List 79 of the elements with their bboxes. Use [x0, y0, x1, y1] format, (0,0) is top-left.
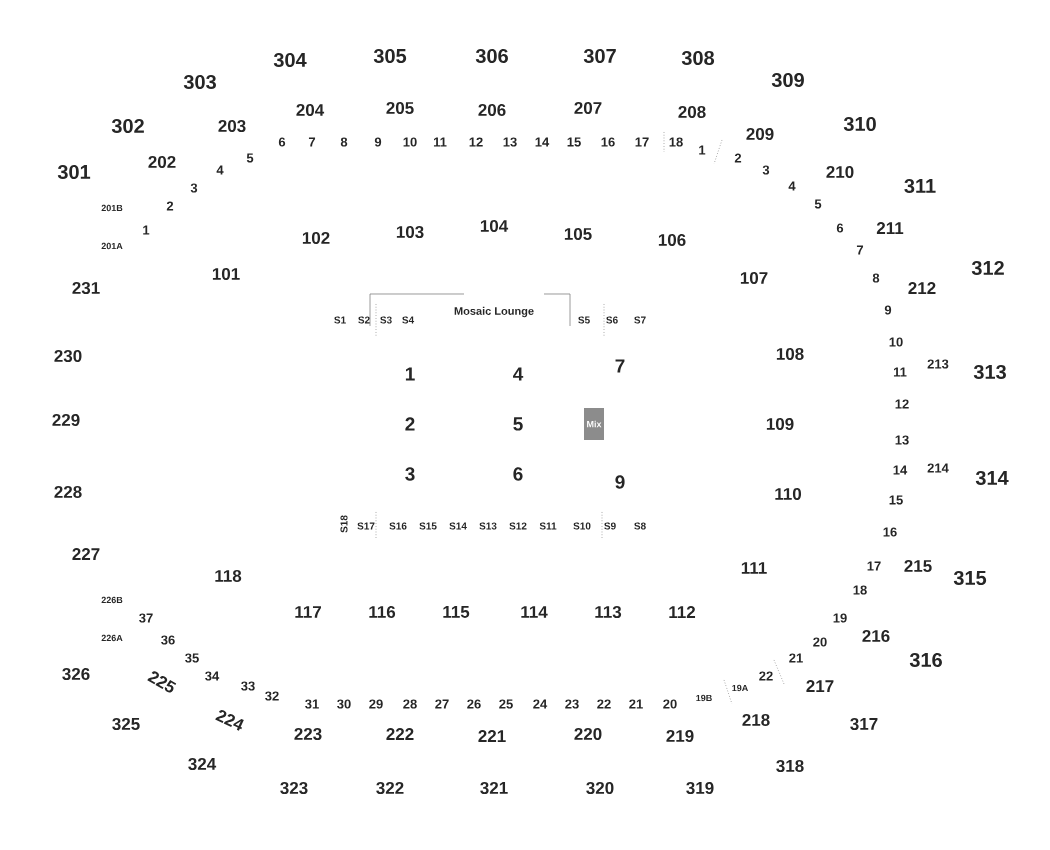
- section-number: 302: [111, 118, 144, 134]
- section-number: 215: [904, 560, 932, 572]
- section-number: 231: [72, 281, 100, 294]
- section-number: 315: [953, 570, 987, 586]
- section-number: 221: [478, 730, 506, 742]
- section-number: 230: [54, 349, 82, 362]
- section-number: 220: [574, 728, 602, 740]
- section-number: 112: [669, 606, 696, 618]
- section-number: 204: [296, 104, 325, 116]
- section-number: 312: [971, 260, 1004, 276]
- section-number: 207: [574, 102, 602, 114]
- section-number: 114: [521, 606, 548, 618]
- section-number: 107: [740, 272, 768, 284]
- section-number: 307: [583, 48, 616, 64]
- section-number: 209: [746, 128, 774, 140]
- section-number: 324: [188, 757, 217, 770]
- section-number: 205: [386, 102, 414, 114]
- section-number: 303: [183, 74, 216, 90]
- section-number: 219: [666, 730, 694, 742]
- section-number: 317: [850, 717, 878, 730]
- section-number: 322: [376, 781, 404, 794]
- section-number: 216: [862, 630, 890, 642]
- section-number: 229: [52, 414, 80, 426]
- section-number: 310: [843, 116, 876, 132]
- section-number: 319: [686, 781, 714, 794]
- section-number: 101: [212, 268, 240, 280]
- section-number: 102: [302, 232, 330, 244]
- section-number: 103: [396, 225, 424, 238]
- section-number: 111: [741, 562, 767, 574]
- section-number: 308: [681, 50, 715, 66]
- section-number: 104: [480, 220, 509, 232]
- floor-section-number: 2: [405, 417, 415, 431]
- section-number: 228: [54, 486, 82, 498]
- section-number: 320: [586, 781, 614, 794]
- section-number: 118: [215, 570, 242, 582]
- section-number: 323: [280, 781, 308, 794]
- section-number: 316: [909, 652, 942, 668]
- section-number: 326: [62, 667, 90, 680]
- section-number: 306: [475, 48, 508, 64]
- floor-section-number: 4: [513, 367, 524, 381]
- section-number: 203: [218, 120, 246, 132]
- floor-section-number: 3: [405, 467, 415, 481]
- floor-section-number: 6: [513, 467, 523, 481]
- section-number: 217: [806, 680, 834, 692]
- section-number: 313: [973, 364, 1006, 380]
- section-number: 222: [386, 728, 414, 740]
- section-number: 115: [443, 606, 470, 618]
- section-number: 309: [771, 72, 804, 88]
- section-number: 311: [904, 178, 936, 194]
- section-number: 108: [776, 348, 804, 360]
- section-number: 318: [776, 759, 804, 772]
- section-number: 325: [112, 717, 140, 730]
- section-number: 110: [775, 488, 801, 500]
- section-number: 109: [766, 418, 794, 430]
- section-number: 211: [876, 222, 904, 234]
- section-number: 314: [975, 470, 1009, 486]
- section-number: 208: [678, 106, 706, 118]
- section-number: 218: [742, 714, 770, 726]
- section-number: 210: [826, 166, 854, 178]
- section-number: 223: [294, 727, 322, 740]
- floor-section-number: 7: [615, 359, 625, 373]
- section-number: 321: [480, 781, 508, 794]
- floor-section-number: 1: [405, 367, 415, 381]
- section-number: 224: [215, 710, 244, 731]
- section-number: 202: [148, 156, 176, 168]
- section-number: 105: [564, 228, 592, 240]
- section-number: 304: [273, 52, 307, 68]
- section-number: 116: [369, 606, 396, 618]
- section-number: 212: [908, 282, 936, 294]
- section-number: 106: [658, 234, 686, 246]
- section-number: 305: [373, 48, 407, 64]
- floor-section-number: 5: [513, 417, 523, 431]
- section-number: 117: [295, 606, 321, 618]
- floor-section-number: 9: [615, 475, 625, 489]
- section-number: 206: [478, 104, 506, 116]
- section-number: 301: [57, 164, 91, 180]
- section-number: 225: [147, 671, 177, 693]
- section-number: 113: [595, 605, 622, 618]
- section-number: 227: [72, 548, 100, 560]
